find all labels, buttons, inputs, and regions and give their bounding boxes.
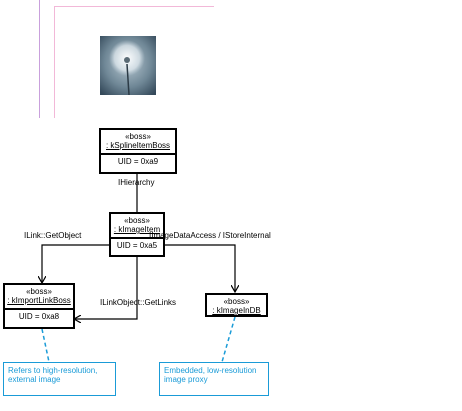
- stereotype-label: «boss»: [26, 287, 52, 296]
- kimageindb-box[interactable]: «boss» : kImageInDB: [205, 293, 268, 317]
- ilink-getobject-label: ILink::GetObject: [24, 231, 82, 240]
- kimageitem-box[interactable]: «boss» : kImageItem UID = 0xa5: [109, 212, 165, 257]
- uid-attribute: UID = 0xa8: [18, 312, 60, 321]
- note-line: Refers to high-resolution,: [8, 366, 98, 375]
- frame-line-left: [39, 0, 40, 118]
- boss-name: : kImageInDB: [212, 306, 261, 315]
- boss-name: : kImageItem: [113, 225, 161, 234]
- stereotype-label: «boss»: [124, 216, 150, 225]
- ilinkobject-getlinks-label: ILinkObject::GetLinks: [100, 298, 177, 307]
- frame-line-inner: [54, 6, 55, 118]
- highres-note-connector: [41, 328, 50, 363]
- highres-note: Refers to high-resolution, external imag…: [3, 362, 116, 396]
- stereotype-label: «boss»: [223, 297, 250, 306]
- boss-name: : kImportLinkBoss: [7, 296, 71, 305]
- kimportlinkboss-box[interactable]: «boss» : kImportLinkBoss UID = 0xa8: [3, 283, 75, 329]
- ilink-getobject-arrow: [42, 244, 110, 283]
- note-line: Embedded, low-resolution: [164, 366, 257, 375]
- ksplineitemboss-box[interactable]: «boss» : kSplineItemBoss UID = 0xa9: [99, 128, 177, 174]
- boss-name: : kSplineItemBoss: [105, 141, 171, 150]
- dandelion-thumbnail-image: [100, 36, 156, 95]
- lowres-note-connector: [221, 316, 236, 363]
- ihierarchy-label: IHierarchy: [118, 178, 155, 187]
- lowres-note: Embedded, low-resolution image proxy: [159, 362, 269, 396]
- frame-line-top: [54, 6, 214, 7]
- ilinkobject-getlinks-arrow: [74, 256, 138, 319]
- note-line: image proxy: [164, 375, 208, 384]
- note-line: external image: [8, 375, 61, 384]
- iimagedataaccess-arrow: [164, 244, 235, 292]
- uid-attribute: UID = 0xa9: [117, 157, 159, 166]
- stereotype-label: «boss»: [125, 132, 151, 141]
- iimagedataaccess-label: IImageDataAccess / IStoreInternal: [149, 231, 271, 240]
- uid-attribute: UID = 0xa5: [116, 241, 158, 250]
